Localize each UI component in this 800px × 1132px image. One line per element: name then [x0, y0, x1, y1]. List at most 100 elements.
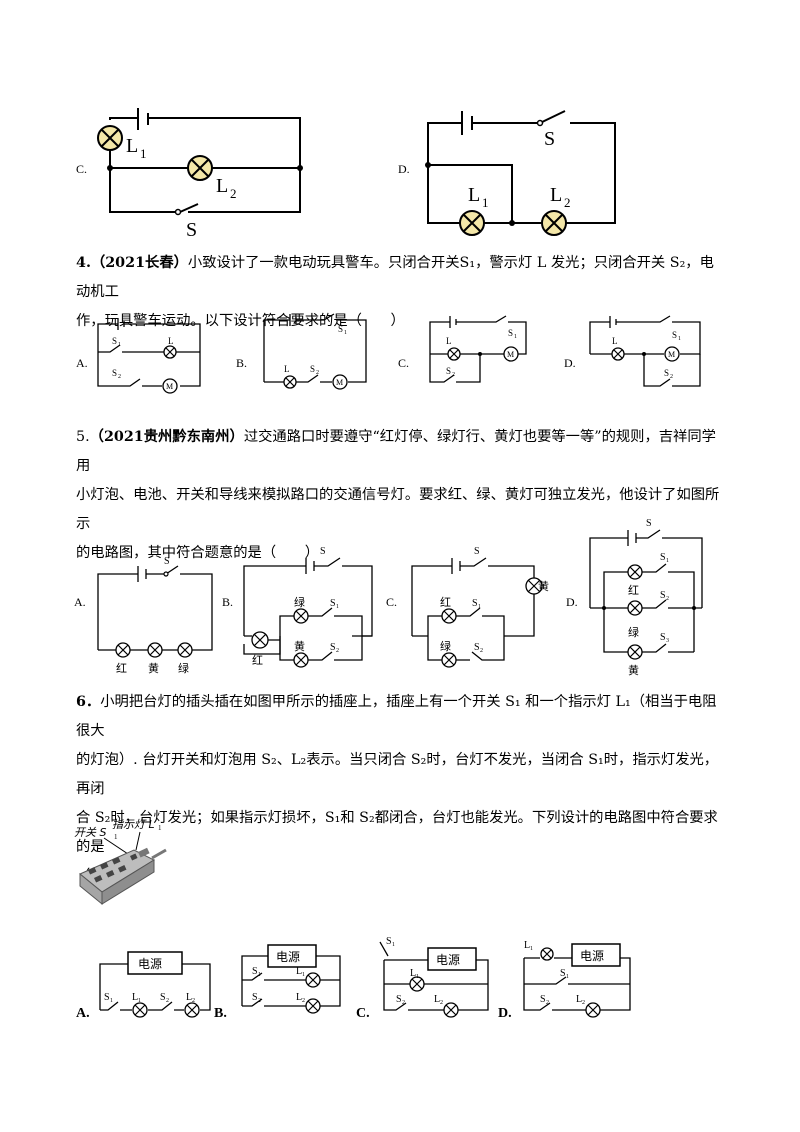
- svg-text:L: L: [132, 992, 138, 1003]
- svg-text:L: L: [296, 992, 302, 1003]
- svg-text:L: L: [550, 184, 562, 206]
- svg-text:红: 红: [252, 654, 263, 667]
- svg-text:S: S: [338, 324, 343, 334]
- svg-text:L: L: [186, 992, 192, 1003]
- q6-number: 6．: [76, 694, 101, 710]
- q3-option-d-label: D.: [398, 162, 410, 176]
- svg-text:黄: 黄: [148, 661, 159, 675]
- svg-text:1: 1: [258, 972, 261, 978]
- svg-text:L: L: [296, 966, 302, 977]
- svg-text:1: 1: [478, 604, 481, 610]
- svg-text:2: 2: [582, 1000, 585, 1006]
- svg-text:2: 2: [546, 1000, 549, 1006]
- q4-source: （2021长春）: [90, 255, 188, 271]
- svg-text:1: 1: [416, 974, 419, 980]
- svg-text:S: S: [646, 518, 652, 529]
- q5-number: 5.: [76, 429, 90, 445]
- q4-option-c-label: C.: [398, 356, 410, 370]
- svg-text:1: 1: [344, 330, 347, 336]
- svg-text:电源: 电源: [436, 953, 460, 967]
- svg-text:1: 1: [392, 942, 395, 948]
- power-strip-photo: 开关 S 1 指示灯 L 1: [74, 818, 167, 906]
- svg-text:绿: 绿: [178, 661, 189, 675]
- svg-text:S: S: [320, 546, 326, 557]
- svg-text:2: 2: [564, 195, 571, 210]
- svg-text:S: S: [104, 992, 110, 1003]
- q5-text: 5.（2021贵州黔东南州）过交通路口时要遵守“红灯停、绿灯行、黄灯也要等一等”…: [76, 429, 720, 561]
- svg-text:S: S: [164, 556, 170, 567]
- svg-text:L: L: [612, 336, 618, 346]
- svg-text:1: 1: [158, 824, 162, 832]
- svg-text:S: S: [252, 992, 258, 1003]
- svg-text:2: 2: [440, 1000, 443, 1006]
- svg-text:S: S: [560, 968, 566, 979]
- q5-option-c-label: C.: [386, 595, 398, 609]
- svg-text:2: 2: [480, 648, 483, 654]
- lamp-icon: [459, 210, 485, 236]
- svg-text:L: L: [410, 968, 416, 979]
- svg-text:S: S: [396, 994, 402, 1005]
- svg-text:开关 S: 开关 S: [74, 826, 106, 839]
- svg-text:3: 3: [666, 638, 669, 644]
- q6-option-b-label: B.: [214, 1006, 227, 1021]
- q6-option-d-label: D.: [498, 1006, 512, 1021]
- svg-text:2: 2: [402, 1000, 405, 1006]
- svg-text:S: S: [544, 128, 555, 150]
- q5-option-a-label: A.: [74, 595, 86, 609]
- svg-text:S: S: [474, 642, 480, 653]
- svg-text:指示灯 L: 指示灯 L: [112, 818, 155, 831]
- svg-text:1: 1: [678, 336, 681, 342]
- svg-text:电源: 电源: [276, 950, 300, 964]
- q5-source: （2021贵州黔东南州）: [89, 429, 244, 445]
- svg-text:电源: 电源: [580, 949, 604, 963]
- svg-text:2: 2: [316, 370, 319, 376]
- svg-text:2: 2: [258, 998, 261, 1004]
- svg-text:黄: 黄: [628, 663, 639, 677]
- svg-text:1: 1: [302, 972, 305, 978]
- svg-text:S: S: [660, 632, 666, 643]
- svg-text:S: S: [112, 336, 117, 346]
- svg-text:1: 1: [110, 998, 113, 1004]
- svg-text:1: 1: [666, 558, 669, 564]
- svg-text:S: S: [660, 552, 666, 563]
- svg-text:L: L: [524, 940, 530, 951]
- svg-text:L: L: [216, 175, 228, 197]
- q4-option-d-label: D.: [564, 356, 576, 370]
- q5-option-d-label: D.: [566, 595, 578, 609]
- q3-circuit-c: L 1 L 2 S: [97, 108, 303, 241]
- svg-text:S: S: [330, 642, 336, 653]
- svg-text:1: 1: [140, 146, 147, 161]
- q6-option-c-label: C.: [356, 1006, 370, 1021]
- svg-text:S: S: [472, 598, 478, 609]
- svg-text:S: S: [474, 546, 480, 557]
- q4-option-a-label: A.: [76, 356, 88, 370]
- svg-text:L: L: [284, 364, 290, 374]
- svg-text:1: 1: [114, 833, 118, 841]
- svg-text:1: 1: [482, 195, 489, 210]
- q5-circuit-a: S 红 黄 绿: [97, 556, 213, 675]
- q3-circuit-d: S L 1 L 2: [425, 110, 616, 236]
- q6-option-a-label: A.: [76, 1006, 90, 1021]
- svg-text:S: S: [186, 219, 197, 241]
- l1-label: L: [126, 135, 138, 157]
- svg-text:1: 1: [118, 342, 121, 348]
- svg-text:2: 2: [452, 372, 455, 378]
- svg-text:黄: 黄: [538, 579, 549, 593]
- svg-text:红: 红: [440, 596, 451, 609]
- q3-option-c-label: C.: [76, 162, 88, 176]
- svg-text:S: S: [310, 364, 315, 374]
- svg-text:S: S: [112, 368, 117, 378]
- svg-text:2: 2: [336, 648, 339, 654]
- svg-text:1: 1: [530, 946, 533, 952]
- svg-text:L: L: [576, 994, 582, 1005]
- svg-text:S: S: [330, 598, 336, 609]
- q4-option-b-label: B.: [236, 356, 248, 370]
- q6-text: 6．小明把台灯的插头插在如图甲所示的插座上，插座上有一个开关 S₁ 和一个指示灯…: [76, 694, 719, 884]
